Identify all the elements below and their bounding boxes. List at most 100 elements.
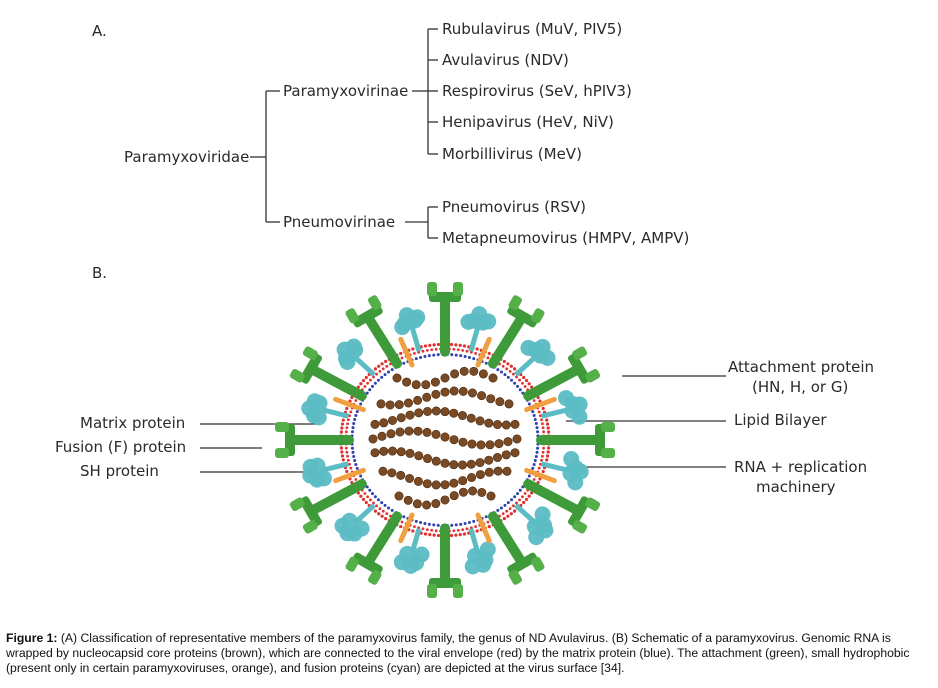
matrix-dot [402,515,406,519]
envelope-dot [434,347,438,351]
caption-label: Figure 1: [6,631,58,645]
envelope-dot [428,533,432,537]
matrix-dot [506,501,510,505]
matrix-dot [432,353,436,357]
matrix-dot [506,375,510,379]
attachment-head-lobe [585,497,601,511]
envelope-dot [417,350,421,354]
nucleocapsid-bead [411,380,421,390]
envelope-dot [512,367,517,371]
attachment-protein-head [595,422,615,458]
attachment-protein-head [345,552,383,585]
nucleocapsid-bead [440,373,450,383]
matrix-dot [351,450,355,454]
envelope-dot [411,529,415,533]
matrix-dot [527,474,531,478]
caption-text: (A) Classification of representative mem… [6,631,910,675]
nucleocapsid-bead [422,427,432,437]
nucleocapsid-bead [486,394,496,404]
matrix-dot [365,391,369,395]
nucleocapsid-bead [377,431,387,441]
attachment-protein-types: (HN, H, or G) [752,378,849,396]
nucleocapsid-bead [440,495,450,505]
nucleocapsid-bead [405,448,415,458]
nucleocapsid-bead [431,480,441,490]
matrix-dot [383,503,387,507]
nucleocapsid-bead [468,486,478,496]
attachment-head-lobe [345,308,359,324]
envelope-dot [428,343,432,347]
envelope-dot [537,410,541,414]
nucleocapsid-bead [477,487,487,497]
matrix-dot [351,426,355,430]
nucleocapsid-bead [422,500,432,510]
envelope-dot [385,364,389,368]
envelope-dot [456,528,460,532]
nucleocapsid-bead [440,480,450,490]
attachment-head-bar [568,353,591,384]
matrix-dot [463,522,467,526]
envelope-dot [434,529,438,533]
nucleocapsid-bead [405,473,415,483]
envelope-dot [508,370,512,373]
nucleocapsid-bead [402,377,412,387]
nucleocapsid-bead [379,418,389,428]
envelope-dot [345,426,349,430]
matrix-dot [376,498,380,502]
nucleocapsid-bead [484,418,494,428]
nucleocapsid-bead [396,413,406,423]
envelope-dot [345,450,349,454]
envelope-dot [545,418,549,422]
nucleocapsid-bead [510,448,520,458]
matrix-dot [368,488,372,492]
attachment-head-lobe [302,520,318,534]
nucleocapsid-bead [466,413,476,423]
attachment-head-lobe [601,422,615,432]
attachment-protein-stalk [365,511,402,565]
envelope-dot [524,497,529,502]
nucleocapsid-bead [422,406,432,416]
envelope-dot [449,342,454,347]
attachment-protein-stalk [310,479,367,514]
envelope-dot [346,422,349,426]
nucleocapsid-bead [370,419,380,429]
sh-protein [475,512,492,544]
fusion-protein-label: Fusion (F) protein [55,438,187,456]
nucleocapsid-bead [457,411,467,421]
envelope-dot [506,362,510,366]
nucleocapsid-bead [421,380,431,390]
envelope-dot [399,524,403,529]
envelope-dot [354,399,358,402]
nucleocapsid-bead [387,468,397,478]
matrix-dot [355,410,359,414]
envelope-dot [430,348,434,352]
attachment-protein-label: Attachment protein [728,358,875,376]
fusion-protein-stalk [352,354,376,377]
nucleocapsid-bead [449,478,459,488]
envelope-dot [377,364,381,368]
matrix-dot [380,375,384,379]
envelope-dot [541,406,545,411]
nucleocapsid-bead [412,499,422,509]
envelope-dot [512,504,515,508]
genus-henipavirus: Henipavirus (HeV, NiV) [442,113,614,131]
fusion-protein-blob [471,306,488,323]
matrix-dot [373,495,377,499]
envelope-dot [530,491,534,495]
attachment-head-lobe [453,282,463,296]
attachment-head-bar [299,496,322,527]
matrix-dot [513,381,517,385]
envelope-dot [369,378,372,382]
panel-b-letter: B. [92,264,108,282]
envelope-dot [469,526,473,530]
envelope-dot [501,364,505,368]
nucleocapsid-bead [457,460,467,470]
envelope-dot [347,458,350,462]
envelope-dot [509,512,513,516]
nucleocapsid-bead [495,397,505,407]
matrix-dot [532,462,536,466]
attachment-protein-stalk [523,479,580,514]
envelope-dot [361,497,366,502]
envelope-dot [349,410,353,414]
matrix-dot [370,384,374,388]
